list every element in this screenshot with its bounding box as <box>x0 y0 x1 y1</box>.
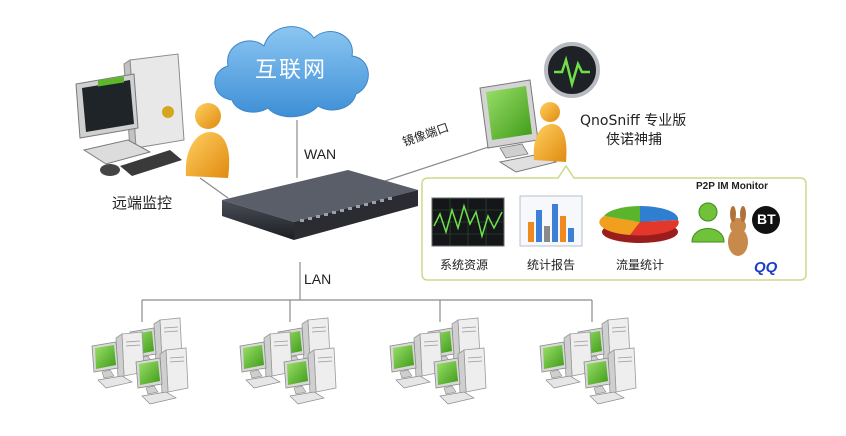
remote-monitor-label: 远端监控 <box>112 194 173 212</box>
lan-cables <box>141 262 593 322</box>
lan-pc-group-2 <box>240 318 336 404</box>
product-name: QnoSniff 专业版 <box>580 113 687 129</box>
switch-icon <box>222 170 418 240</box>
p2p-im-monitor-label: P2P IM Monitor <box>696 181 769 192</box>
remote-user-person-icon <box>185 103 230 178</box>
bt-label: BT <box>757 211 776 227</box>
qnosniff-logo-icon <box>544 42 600 98</box>
system-resources-icon <box>431 197 505 247</box>
feature-label-traffic-statistics: 流量统计 <box>616 258 665 272</box>
lan-pc-group-3 <box>390 318 486 404</box>
lan-pc-group-4 <box>540 318 636 404</box>
remote-monitor-workstation <box>75 53 185 176</box>
statistics-report-icon <box>519 195 583 247</box>
product-subtitle: 侠诺神捕 <box>606 132 662 148</box>
remote-cable <box>199 177 229 199</box>
qnosniff-user-person-icon <box>533 102 567 162</box>
internet-label: 互联网 <box>255 58 328 83</box>
bittorrent-icon <box>752 206 780 234</box>
feature-label-system-resources: 系统资源 <box>440 258 489 272</box>
qq-label: QQ <box>754 259 778 276</box>
lan-pc-group-1 <box>92 318 188 404</box>
wan-label: WAN <box>304 146 337 162</box>
im-user-icon <box>691 202 725 243</box>
lan-label: LAN <box>304 271 332 287</box>
feature-label-statistics-report: 统计报告 <box>527 258 576 272</box>
p2p-mascot-icon <box>728 206 748 256</box>
internet-cloud <box>214 26 369 118</box>
traffic-pie-icon <box>599 205 679 243</box>
